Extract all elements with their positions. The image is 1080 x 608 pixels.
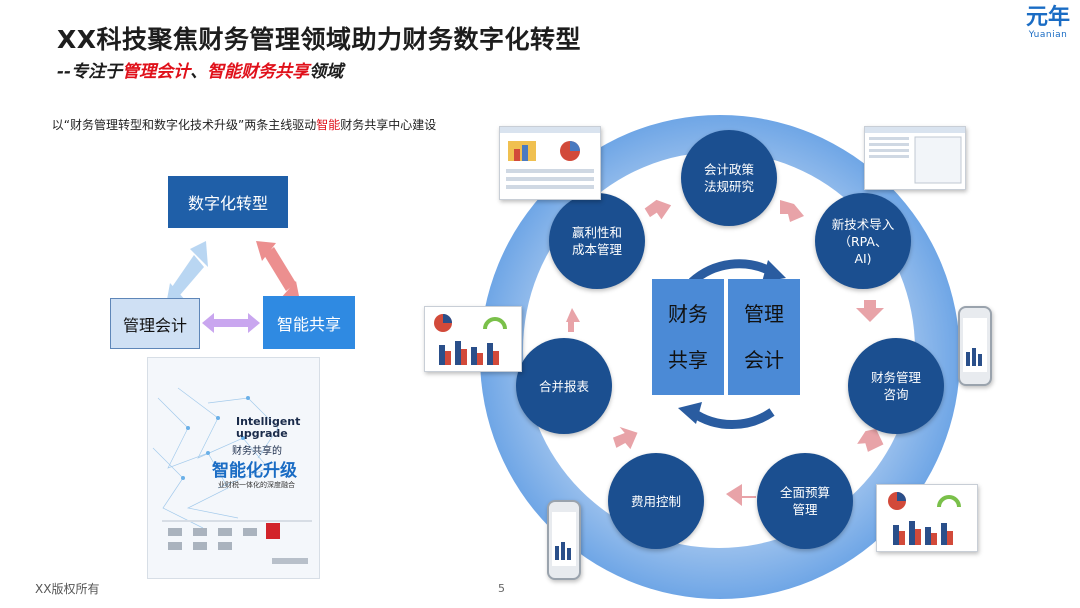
book-title-line3: 业财税一体化的深度融合 — [218, 481, 295, 489]
subtitle-highlight-smart-sharing: 智能财务共享 — [207, 62, 310, 82]
screenshot-thumbnail-charts-right — [876, 484, 978, 552]
subtitle-suffix: 领域 — [309, 62, 344, 82]
screenshot-thumbnail-charts-left — [424, 306, 522, 372]
company-logo: 元年 Yuanian — [1022, 5, 1074, 41]
screenshot-thumbnail-dashboard — [499, 126, 601, 200]
node-financial-consulting: 财务管理咨询 — [848, 338, 944, 434]
node-new-technology: 新技术导入（RPA、AI) — [815, 193, 911, 289]
book-title-line1: 财务共享的 — [232, 446, 282, 457]
description-highlight: 智能 — [316, 118, 341, 132]
subtitle-highlight-management-accounting: 管理会计 — [122, 62, 191, 82]
page-title: XX科技聚焦财务管理领域助力财务数字化转型 — [57, 25, 582, 54]
book-network-graphic — [148, 358, 319, 578]
connector-arrows — [566, 199, 884, 506]
description-before: 以“财务管理转型和数字化技术升级”两条主线驱动 — [51, 118, 317, 132]
center-arrow-bottom-icon — [689, 408, 775, 429]
subtitle-prefix: --专注于 — [57, 62, 123, 82]
node-consolidated-reports: 合并报表 — [516, 338, 612, 434]
book-en-title-2: upgrade — [236, 427, 288, 440]
center-box-finance-sharing: 财务 共享 — [652, 279, 724, 395]
center-arrow-top-icon — [688, 259, 775, 286]
subtitle-separator: 、 — [190, 62, 208, 82]
box-management-accounting: 管理会计 — [110, 298, 200, 349]
node-budget-management: 全面预算管理 — [757, 453, 853, 549]
box-smart-sharing: 智能共享 — [263, 296, 355, 349]
screenshot-thumbnail-form — [864, 126, 966, 190]
triangle-arrows — [166, 241, 300, 305]
node-accounting-policy: 会计政策法规研究 — [681, 130, 777, 226]
book-en-title-1: Intelligent — [236, 415, 301, 428]
book-cover-image: Intelligent upgrade 财务共享的 智能化升级 业财税一体化的深… — [147, 357, 320, 579]
box-digital-transformation: 数字化转型 — [168, 176, 288, 228]
book-title-line2: 智能化升级 — [212, 461, 297, 481]
center-left-line2: 共享 — [668, 348, 708, 372]
center-right-line1: 管理 — [744, 302, 784, 326]
footer-copyright: XX版权所有 — [35, 582, 100, 596]
logo-sub-text: Yuanian — [1028, 30, 1068, 40]
arrow-digital-to-management-icon — [166, 241, 208, 305]
page-number: 5 — [498, 582, 505, 595]
arrow-digital-to-sharing-icon — [256, 241, 300, 301]
description-text: 以“财务管理转型和数字化技术升级”两条主线驱动智能财务共享中心建设 — [44, 117, 444, 134]
logo-main-text: 元年 — [1025, 5, 1070, 30]
mobile-screenshot-right — [958, 306, 992, 386]
node-profitability-cost: 赢利性和成本管理 — [549, 193, 645, 289]
node-expense-control: 费用控制 — [608, 453, 704, 549]
center-right-line2: 会计 — [744, 348, 784, 372]
center-left-line1: 财务 — [668, 302, 708, 326]
description-after: 财务共享中心建设 — [340, 118, 437, 132]
page-subtitle: --专注于管理会计、智能财务共享领域 — [57, 57, 343, 82]
mobile-screenshot-bottom — [547, 500, 581, 580]
arrow-management-sharing-icon — [202, 313, 260, 333]
center-box-management-accounting: 管理 会计 — [728, 279, 800, 395]
